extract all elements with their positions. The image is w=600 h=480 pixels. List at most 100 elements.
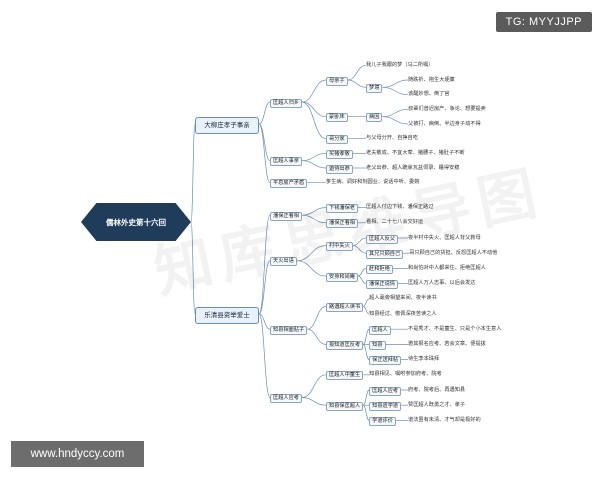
watermark-site: www.hndyccy.com [11,441,144,467]
topic-node: 潘保正看相 [326,219,358,229]
leaf-node: 府考、院考后、再遇知县 [408,386,466,393]
connector [352,245,367,254]
connector [258,214,271,315]
topic-node: 梦境 [366,83,383,93]
leaf-node: 与父母分开、自挣自吃 [366,135,418,142]
topic-node: 安身和尚庵 [326,272,358,282]
connector [301,397,327,406]
connector [258,101,271,125]
connector [296,260,327,277]
connector [258,260,271,315]
leaf-node: 夜半村中失火、匡超人背父救母 [408,234,481,241]
connector [190,221,196,315]
connector [301,374,327,398]
watermark-tag: TG: MYYJJPP [495,12,592,32]
leaf-node: 匡超人万人志事、以后会发达 [408,280,476,287]
connector [382,116,409,125]
connector [307,306,327,330]
connector [362,389,370,406]
connector [301,214,327,224]
leaf-node: 知县相见、嘱咐参加府考、院考 [369,371,442,378]
leaf-node: 老夫敬成、不宜大荤、猪腰子、猪肚子不断 [366,149,465,156]
topic-node: 其兄只顾自己 [366,249,404,259]
connector [301,207,327,216]
root-node: 儒林外史第十六回 [81,203,191,241]
topic-node: 哥分家 [326,135,348,145]
topic-node: 路遇超人读书 [326,302,364,312]
connector [258,123,271,184]
leaf-node: 看相、二十七八会交好运 [366,219,424,226]
connector [307,328,327,345]
leaf-node: 爹生病、调好和刻圆业、说话中听、委婉 [326,179,420,186]
topic-node: 匡超人中童生 [326,371,364,381]
connector [362,404,370,421]
leaf-node: 随跌折、抱生大埂廉 [408,76,455,83]
connector [352,237,367,246]
leaf-node: 该醒妙想、倒了官 [408,91,450,98]
topic-node: 匡超人 [369,325,391,335]
topic-node: 匡超人事亲 [270,157,302,167]
topic-node: 平息房产矛盾 [270,179,308,189]
leaf-node: 叔辈们曾迟房产、争论、想要提卖 [408,105,486,112]
connector [301,152,327,162]
topic-node: 天火出语 [270,257,297,267]
topic-node: 知县相面贴子 [270,325,308,335]
leaf-node: 匡超人付边下钱、潘保正路过 [366,204,434,211]
leaf-node: 待生李本珠拜 [408,356,440,363]
leaf-node: 道法虽有未清、才气却是极好的 [408,416,481,423]
connector [357,268,367,277]
connector [301,79,327,103]
connector [301,101,327,140]
topic-node: 母亲子 [326,76,348,86]
topic-node: 匡超人应考 [369,386,402,396]
topic-node: 下钱潘保老 [326,204,358,214]
branch-node: 大柳庄孝子事亲 [195,116,259,134]
connector [382,86,409,96]
topic-node: 买猪孝敬 [326,149,353,159]
leaf-node: 超人毫旁相望来间、夜半读书 [369,295,437,302]
topic-node: 遊侍出恭 [326,164,353,174]
topic-node: 匡超人归乡 [270,98,302,108]
connector [363,306,370,315]
topic-node: 村中失火 [326,242,353,252]
topic-node: 学道评价 [369,416,396,426]
topic-node: 匡超人反父 [366,234,398,244]
leaf-node: 赞匡超人既勇之才、孝子 [408,401,466,408]
branch-node: 乐清县资举爱士 [195,306,259,324]
topic-node: 病因 [366,113,383,123]
connector [258,313,271,330]
connector [382,79,409,88]
topic-node: 报知道匡反考 [326,340,364,350]
leaf-node: 邀其报名应考、若会文章、便提拔 [408,340,486,347]
leaf-node: 不是秀才、不是童生、只是个小本生意人 [408,325,502,332]
leaf-node: 哥只顾自己的货担、反怨匡超人不动他 [409,249,498,256]
topic-node: 保正送拜帖 [369,356,402,366]
connector [357,275,367,284]
topic-node: 潘保正看相 [270,211,302,221]
topic-node: 知县遗学道 [369,401,402,411]
leaf-node: 老父出恭、超人跪拿瓦盆伺录、睡得安稳 [366,164,460,171]
leaf-node: 父被打、病倒、半边身子动不得 [408,120,481,127]
connector [301,101,327,118]
leaf-node: 和尚怕对中人都来住、拒绝匡超人 [408,264,486,271]
connector [362,328,370,345]
topic-node: 匡超人应考 [270,394,302,404]
topic-node: 蒙卧床 [326,113,348,123]
topic-node: 知县保匡超人 [326,401,364,411]
connector [382,108,409,118]
leaf-node: 我儿子我跟的梦（马二所嘱） [366,61,434,68]
connector [296,245,327,262]
connector [363,298,370,307]
topic-node: 潘保正说情 [366,280,398,290]
connector [362,344,370,360]
connector [258,313,271,398]
topic-node: 知县 [369,340,386,350]
connector [347,64,367,81]
leaf-node: 知县经过、敬佩深夜苦读之人 [369,310,437,317]
connector [347,79,367,88]
topic-node: 赶和拒绝 [366,264,393,274]
connector [301,160,327,169]
connector [190,123,196,223]
